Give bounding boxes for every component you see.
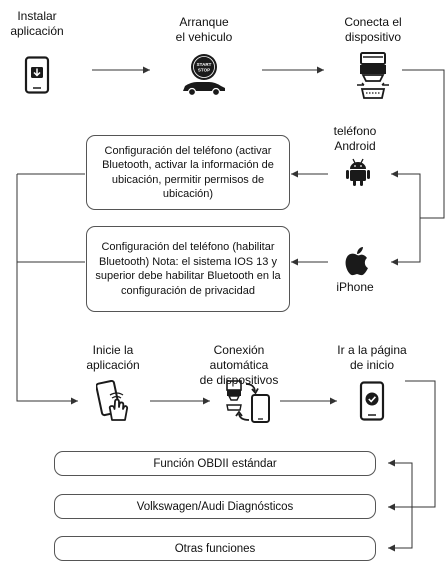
home-page-label: Ir a la página de inicio [337, 343, 407, 372]
start-car-label: Arranque el vehiculo [175, 15, 233, 44]
android-config-box: Configuración del teléfono (activar Blue… [86, 135, 290, 210]
phone-sync-icon [226, 380, 270, 423]
arrow-to-obd [388, 459, 413, 507]
start-stop-car-icon: START STOP [183, 54, 225, 97]
other-functions-button[interactable]: Otras funciones [54, 536, 376, 561]
auto-connect-label: Conexión automática de dispositivos [199, 343, 279, 387]
android-phone-label: teléfono Android [333, 124, 377, 153]
svg-text:STOP: STOP [198, 68, 210, 73]
apple-icon [345, 247, 368, 276]
obd-standard-function-button[interactable]: Función OBDII estándar [54, 451, 376, 476]
arrow-to-android [391, 170, 421, 218]
svg-text:START: START [197, 62, 212, 67]
install-app-label: Instalar aplicación [10, 9, 64, 38]
arrow-config-to-start-app [16, 174, 78, 405]
vw-audi-diagnostics-button[interactable]: Volkswagen/Audi Diagnósticos [54, 494, 376, 519]
obd-dongle-icon [357, 52, 389, 99]
arrow-to-iphone [391, 218, 421, 266]
phone-check-icon [359, 381, 385, 421]
ios-config-box: Configuración del teléfono (habilitar Bl… [86, 226, 290, 312]
android-icon [346, 158, 370, 186]
tap-phone-icon [96, 380, 129, 421]
phone-download-icon [24, 56, 50, 94]
arrow-to-other [388, 507, 413, 552]
home-to-functions-bracket [405, 380, 436, 508]
connect-to-phones-bracket [402, 69, 445, 219]
start-app-label: Inicie la aplicación [86, 343, 140, 372]
connect-device-label: Conecta el dispositivo [344, 15, 402, 44]
iphone-label: iPhone [336, 280, 374, 294]
